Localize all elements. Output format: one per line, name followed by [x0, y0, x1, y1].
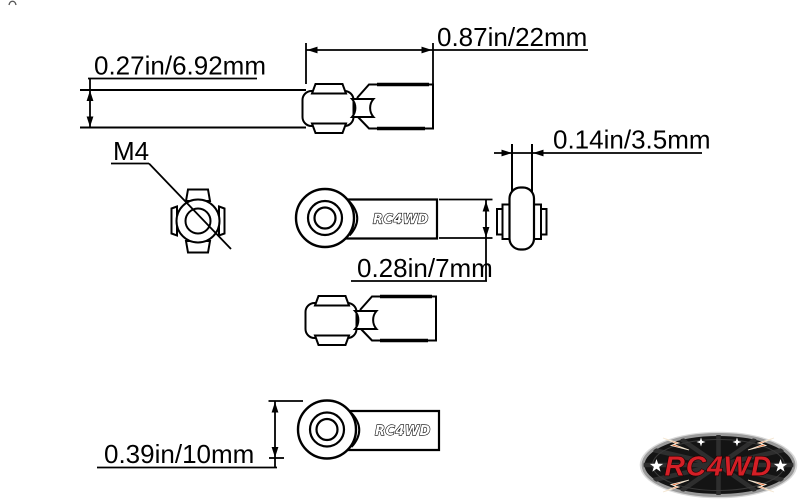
dimension-ball-width: 0.14in/3.5mm	[494, 125, 711, 157]
dimension-label-head-diameter: 0.39in/10mm	[104, 439, 254, 469]
top-view-rod-assembly	[80, 89, 306, 129]
logo-sunburst	[643, 435, 794, 495]
dimension-label-rod-width: 0.27in/6.92mm	[94, 51, 266, 81]
dimension-arrow	[271, 402, 279, 413]
rod-end-top-view-copy	[303, 294, 438, 347]
link-body-outline	[356, 83, 434, 130]
logo-brand-text: RC4WD	[665, 451, 773, 482]
ball-head-bore	[313, 206, 337, 230]
rod-end-side-view-copy	[296, 399, 441, 460]
socket-arc	[348, 200, 359, 237]
dimension-link-length: 0.87in/22mm	[305, 22, 588, 85]
logo-outer-edge	[639, 431, 798, 499]
dimension-arrow	[482, 227, 490, 238]
dimension-body-height: 0.28in/7mm	[351, 198, 493, 283]
m4-end-view: M4	[111, 136, 232, 254]
ball-barrel-front	[508, 186, 536, 251]
dimension-rod-width: 0.27in/6.92mm	[86, 51, 266, 127]
ball-barrel	[301, 90, 355, 127]
ball-flange-bottom	[310, 122, 348, 134]
thread-label: M4	[113, 136, 149, 166]
rod-end-top-view	[301, 82, 434, 134]
dimension-arrow	[86, 116, 94, 127]
rc4wd-logo: RC4WD	[639, 431, 798, 499]
flange-left-outer	[496, 208, 504, 236]
dimension-arrow	[501, 149, 512, 157]
dimension-arrow	[482, 201, 490, 212]
flange-right-outer	[540, 208, 548, 236]
dimension-arrow	[271, 447, 279, 458]
thread-bore-circle	[184, 207, 212, 235]
rod-end-front-view	[496, 144, 548, 251]
ball-spool	[349, 98, 376, 118]
rod-end-side-view: RC4WD	[294, 187, 439, 249]
scan-artifact	[8, 0, 17, 6]
dimension-label-body-height: 0.28in/7mm	[357, 253, 493, 283]
dimension-label-ball-width: 0.14in/3.5mm	[553, 125, 711, 155]
leader-line	[148, 162, 232, 250]
dimension-arrow	[86, 90, 94, 101]
dimension-arrow	[307, 46, 318, 54]
dimension-arrow	[421, 46, 432, 54]
dimension-label-link-length: 0.87in/22mm	[437, 22, 587, 52]
brand-emboss-text: RC4WD	[373, 213, 429, 228]
ball-flange-top	[310, 83, 348, 95]
dimension-arrow	[533, 149, 544, 157]
dimension-head-diameter: 0.39in/10mm	[97, 400, 303, 469]
